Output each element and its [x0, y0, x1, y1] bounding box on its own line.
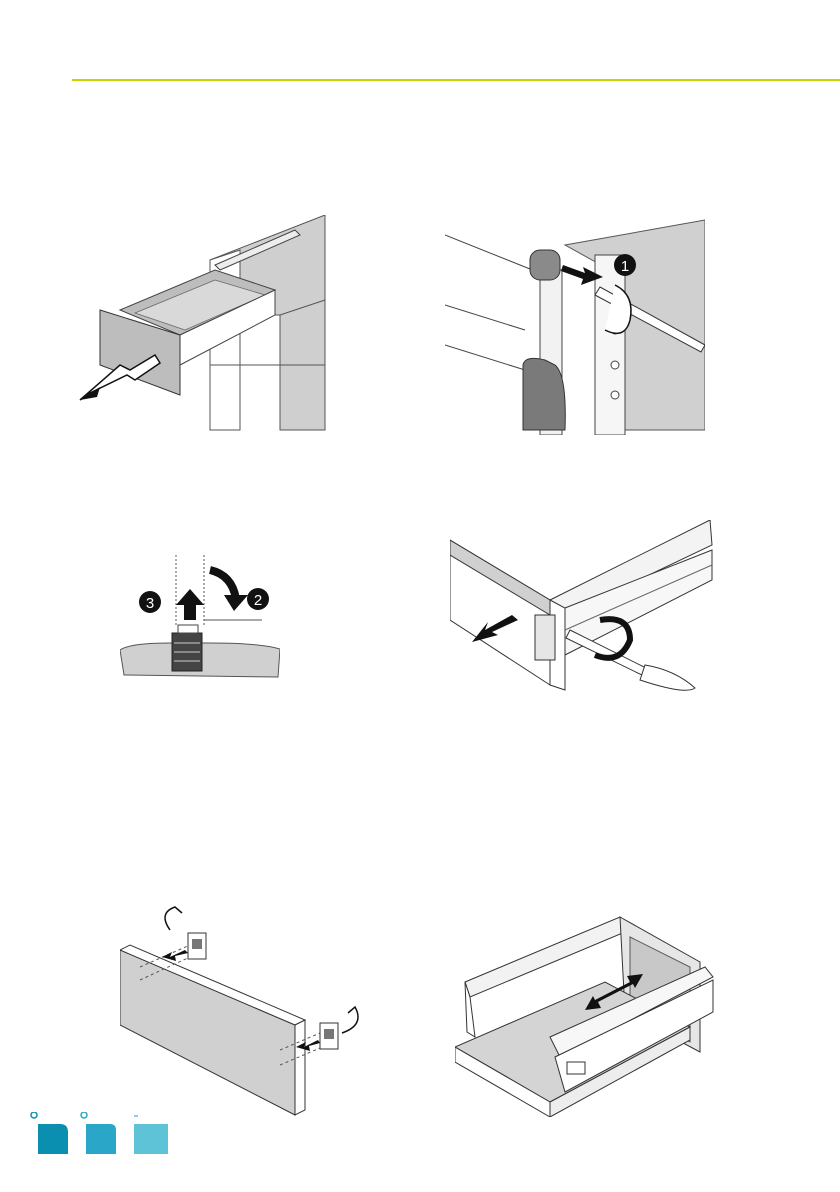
figure-front-panel-clips	[120, 905, 375, 1120]
brand-tile-3	[134, 1124, 168, 1154]
svg-text:2: 2	[254, 592, 262, 609]
figure-dowel-release: 3 2	[120, 555, 280, 680]
arrow-up-icon	[176, 589, 204, 620]
svg-text:1: 1	[621, 258, 629, 275]
accent-rule	[72, 79, 840, 81]
rotate-arrow-icon	[165, 907, 182, 930]
svg-text:3: 3	[146, 595, 154, 612]
figure-drawer-pull-out	[75, 215, 330, 435]
brand-logo-row	[30, 1112, 170, 1156]
figure-drawer-bottom-insert	[455, 912, 720, 1117]
figure-runner-screw-adjust	[450, 520, 715, 695]
figure-cap-screw-step: 1	[445, 215, 705, 435]
brand-tile-1	[38, 1124, 68, 1154]
brand-tile-2	[86, 1124, 116, 1154]
